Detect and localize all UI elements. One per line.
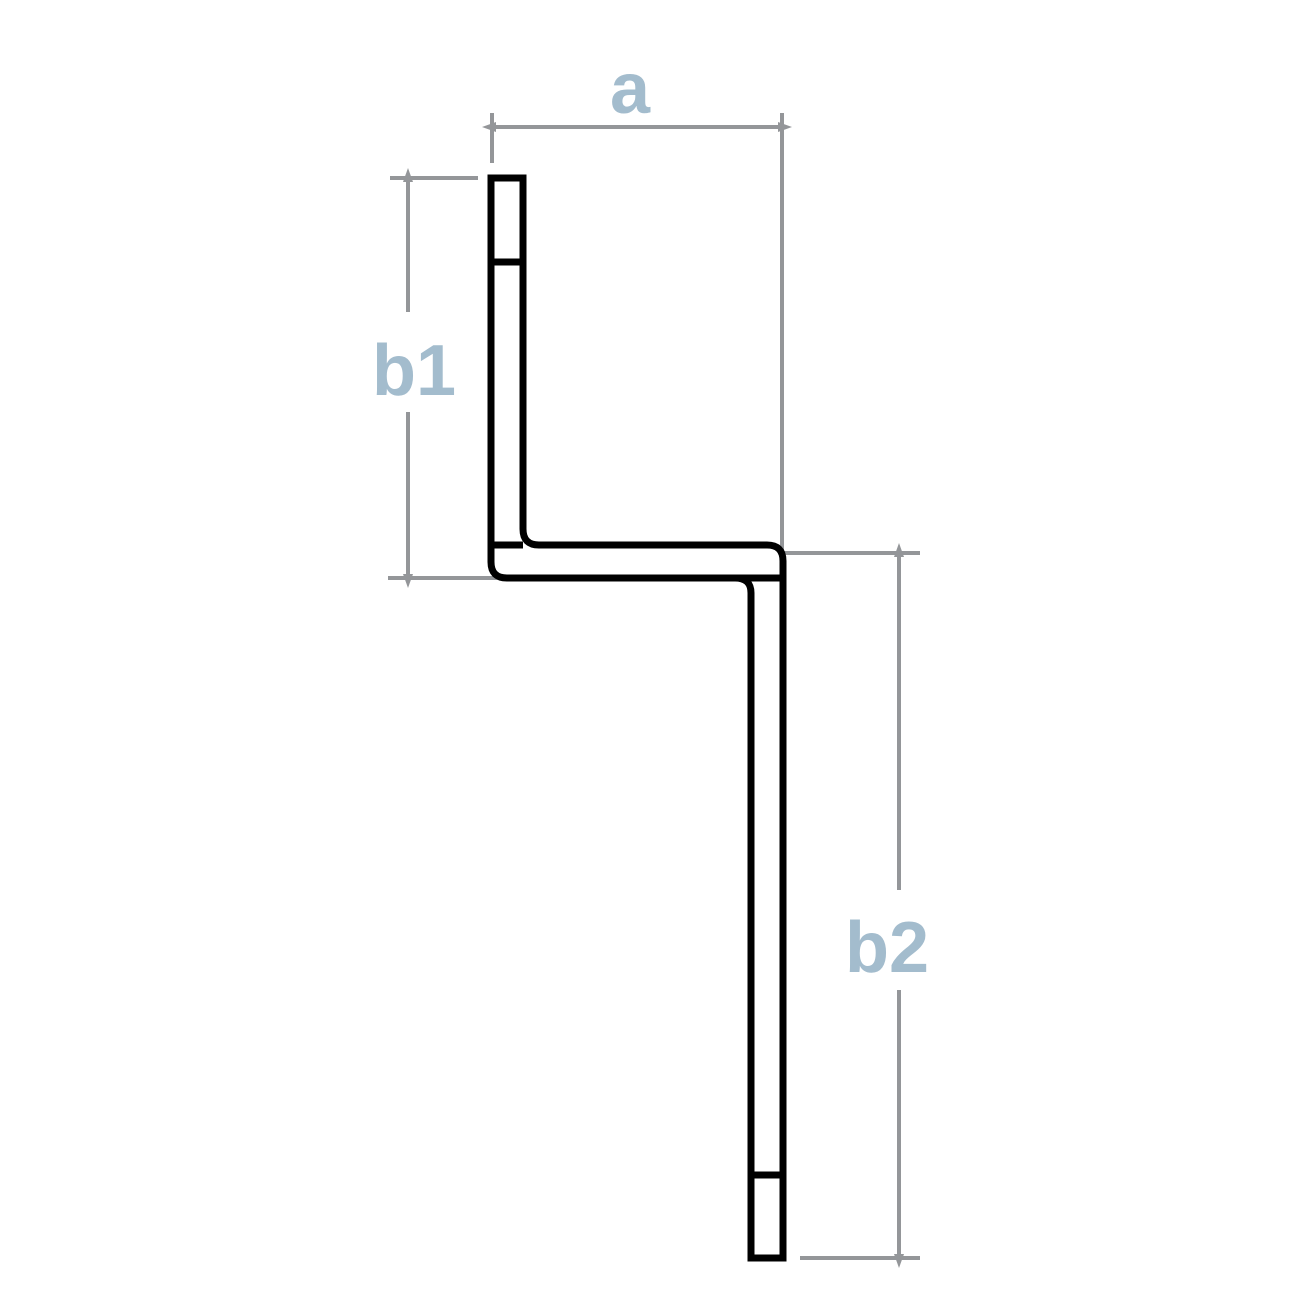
dimension-label-b1: b1	[372, 331, 457, 411]
part-outline	[487, 174, 787, 1262]
part-body-path	[491, 178, 783, 1258]
dimension-label-a: a	[610, 49, 651, 129]
extension-lines	[388, 113, 920, 1260]
upper-leg-outline	[487, 174, 787, 1262]
dimension-label-b2: b2	[845, 908, 930, 988]
